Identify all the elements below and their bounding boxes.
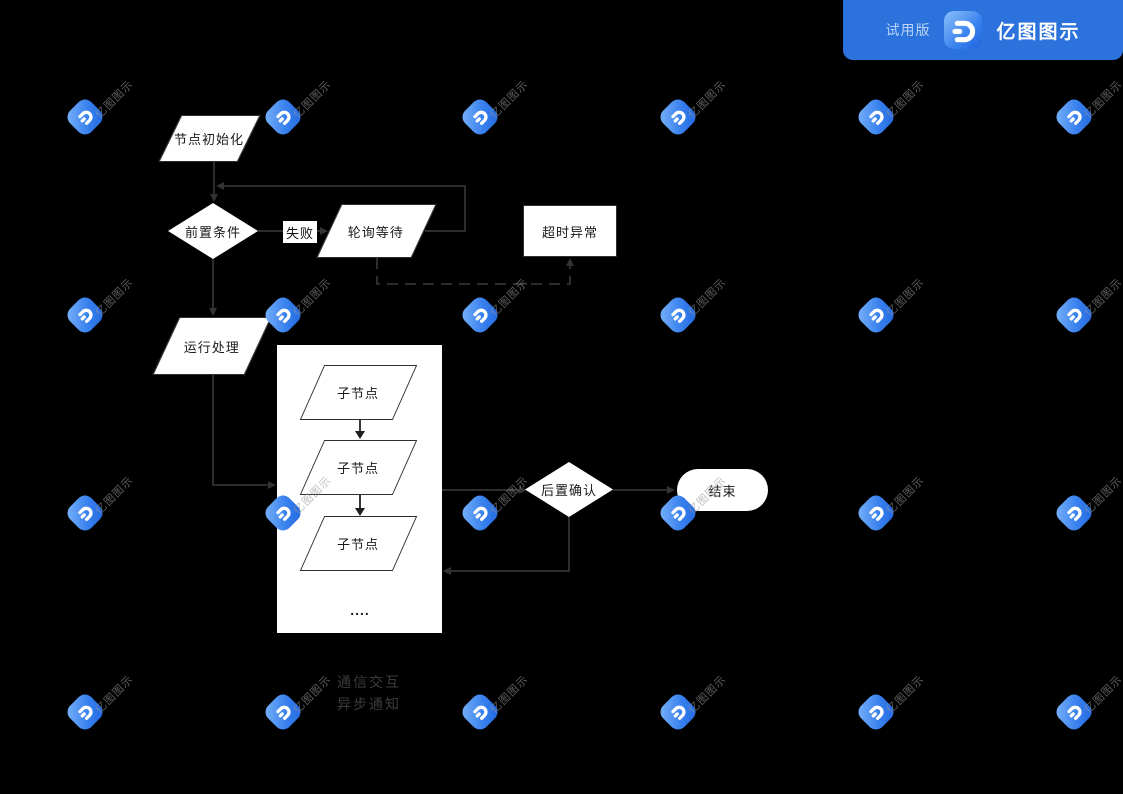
arrowheads [209,182,675,575]
node-ellipsis[interactable]: .... [350,602,370,618]
edraw-logo-icon [944,11,983,49]
node-init-label: 节点初始化 [174,132,245,147]
node-run-process-label: 运行处理 [183,339,240,355]
trial-version-label: 试用版 [885,22,931,38]
node-precondition-label: 前置条件 [184,224,241,240]
node-end-label: 结束 [708,483,737,499]
node-timeout-error[interactable]: 超时异常 [523,205,617,257]
edge-label-fail[interactable]: 失败 [283,221,317,243]
node-end[interactable]: 结束 [677,469,768,511]
trial-badge[interactable]: 试用版 亿图图示 [843,0,1123,60]
legend-line-communication: 通信交互 [337,674,401,690]
edge-postconfirm-loop [451,517,570,572]
node-post-confirm-label: 后置确认 [540,483,597,498]
legend-line-async: 异步通知 [337,696,401,712]
node-child-2-label: 子节点 [337,461,380,476]
node-child-3-label: 子节点 [337,537,380,552]
node-poll-wait-label: 轮询等待 [348,224,405,240]
edge-pollwait-loop [224,185,466,232]
edge-pollwait-timeout-dashed [376,258,571,285]
node-timeout-error-label: 超时异常 [541,224,598,240]
legend: 通信交互 异步通知 [337,671,401,715]
brand-name: 亿图图示 [996,21,1081,43]
node-child-1-label: 子节点 [337,386,380,401]
edge-runprocess-group [212,375,268,486]
